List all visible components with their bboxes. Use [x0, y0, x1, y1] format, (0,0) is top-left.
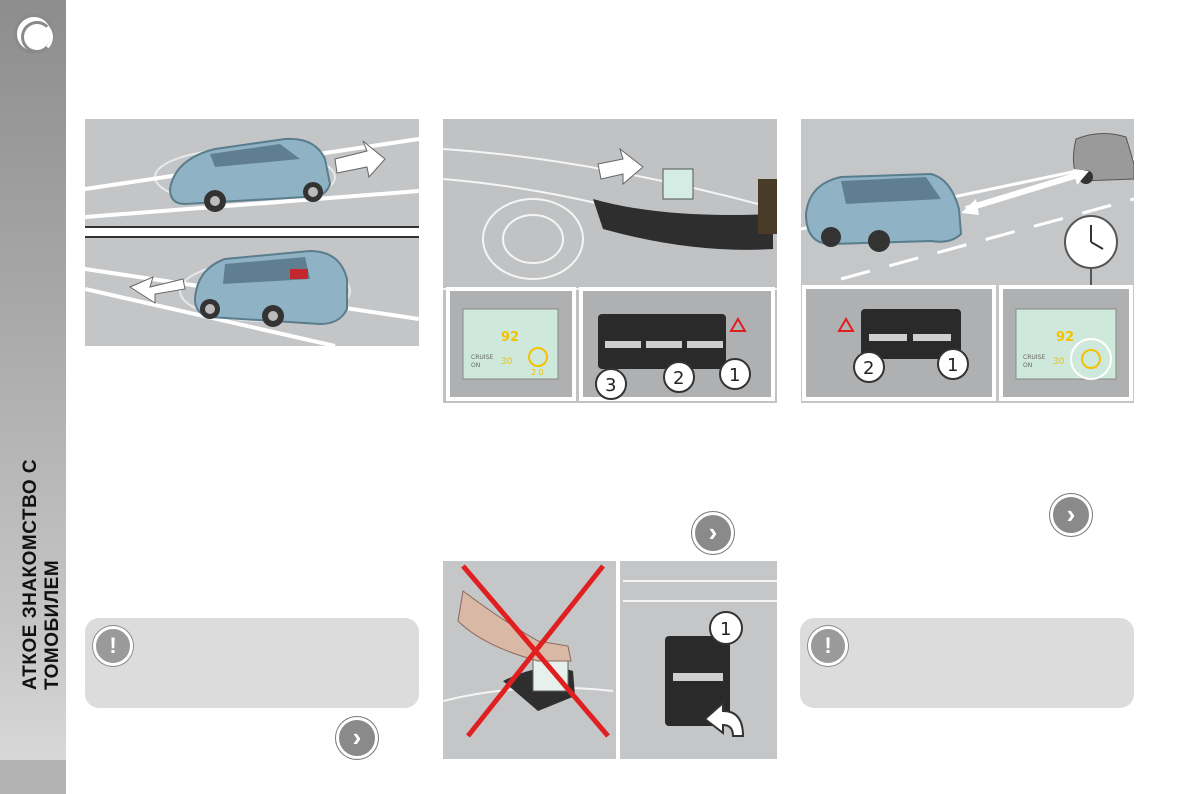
hud-dashboard-illustration: 92 CRUISE ON 30 2.0 3 2 1	[443, 119, 777, 403]
figure-hand-warning: 1	[443, 561, 777, 759]
chevron-right-icon[interactable]: ›	[1050, 494, 1092, 536]
car-directions-illustration	[85, 119, 419, 346]
callout-1: 1	[729, 365, 740, 386]
hud-speed: 92	[501, 330, 519, 345]
figure-hud-dashboard: 92 CRUISE ON 30 2.0 3 2 1	[443, 119, 777, 403]
hud-on-label: ON	[1023, 362, 1032, 369]
section-title: АТКОЕ ЗНАКОМСТВО С ТОМОБИЛЕМ	[20, 350, 64, 690]
section-tab	[0, 0, 66, 794]
callout-1: 1	[947, 355, 958, 376]
chevron-right-icon[interactable]: ›	[692, 512, 734, 554]
callout-3: 3	[605, 375, 616, 396]
hud-cruise-label: CRUISE	[1023, 354, 1045, 361]
page-number-block	[0, 760, 66, 794]
section-title-line1: АТКОЕ ЗНАКОМСТВО С	[20, 458, 41, 690]
callout-2: 2	[863, 358, 874, 379]
hud-speed: 92	[1056, 330, 1074, 345]
warning-note-right: !	[800, 618, 1134, 708]
callout-1: 1	[720, 619, 731, 640]
hud-distance: 30	[1053, 357, 1065, 367]
exclamation-icon: !	[808, 626, 848, 666]
hud-cruise-label: CRUISE	[471, 354, 493, 361]
hud-distance: 30	[501, 357, 513, 367]
hud-time: 2.0	[531, 368, 544, 377]
hand-warning-illustration: 1	[443, 561, 777, 759]
warning-note-left: !	[85, 618, 419, 708]
figure-car-directions	[85, 119, 419, 346]
section-ring-icon	[14, 14, 54, 54]
section-title-line2: ТОМОБИЛЕМ	[42, 559, 63, 690]
chevron-right-icon[interactable]: ›	[336, 717, 378, 759]
figure-distance-alert: 2 1 92 CRUISE ON 30	[801, 119, 1134, 403]
callout-2: 2	[673, 368, 684, 389]
hud-on-label: ON	[471, 362, 480, 369]
exclamation-icon: !	[93, 626, 133, 666]
distance-alert-illustration: 2 1 92 CRUISE ON 30	[801, 119, 1134, 403]
